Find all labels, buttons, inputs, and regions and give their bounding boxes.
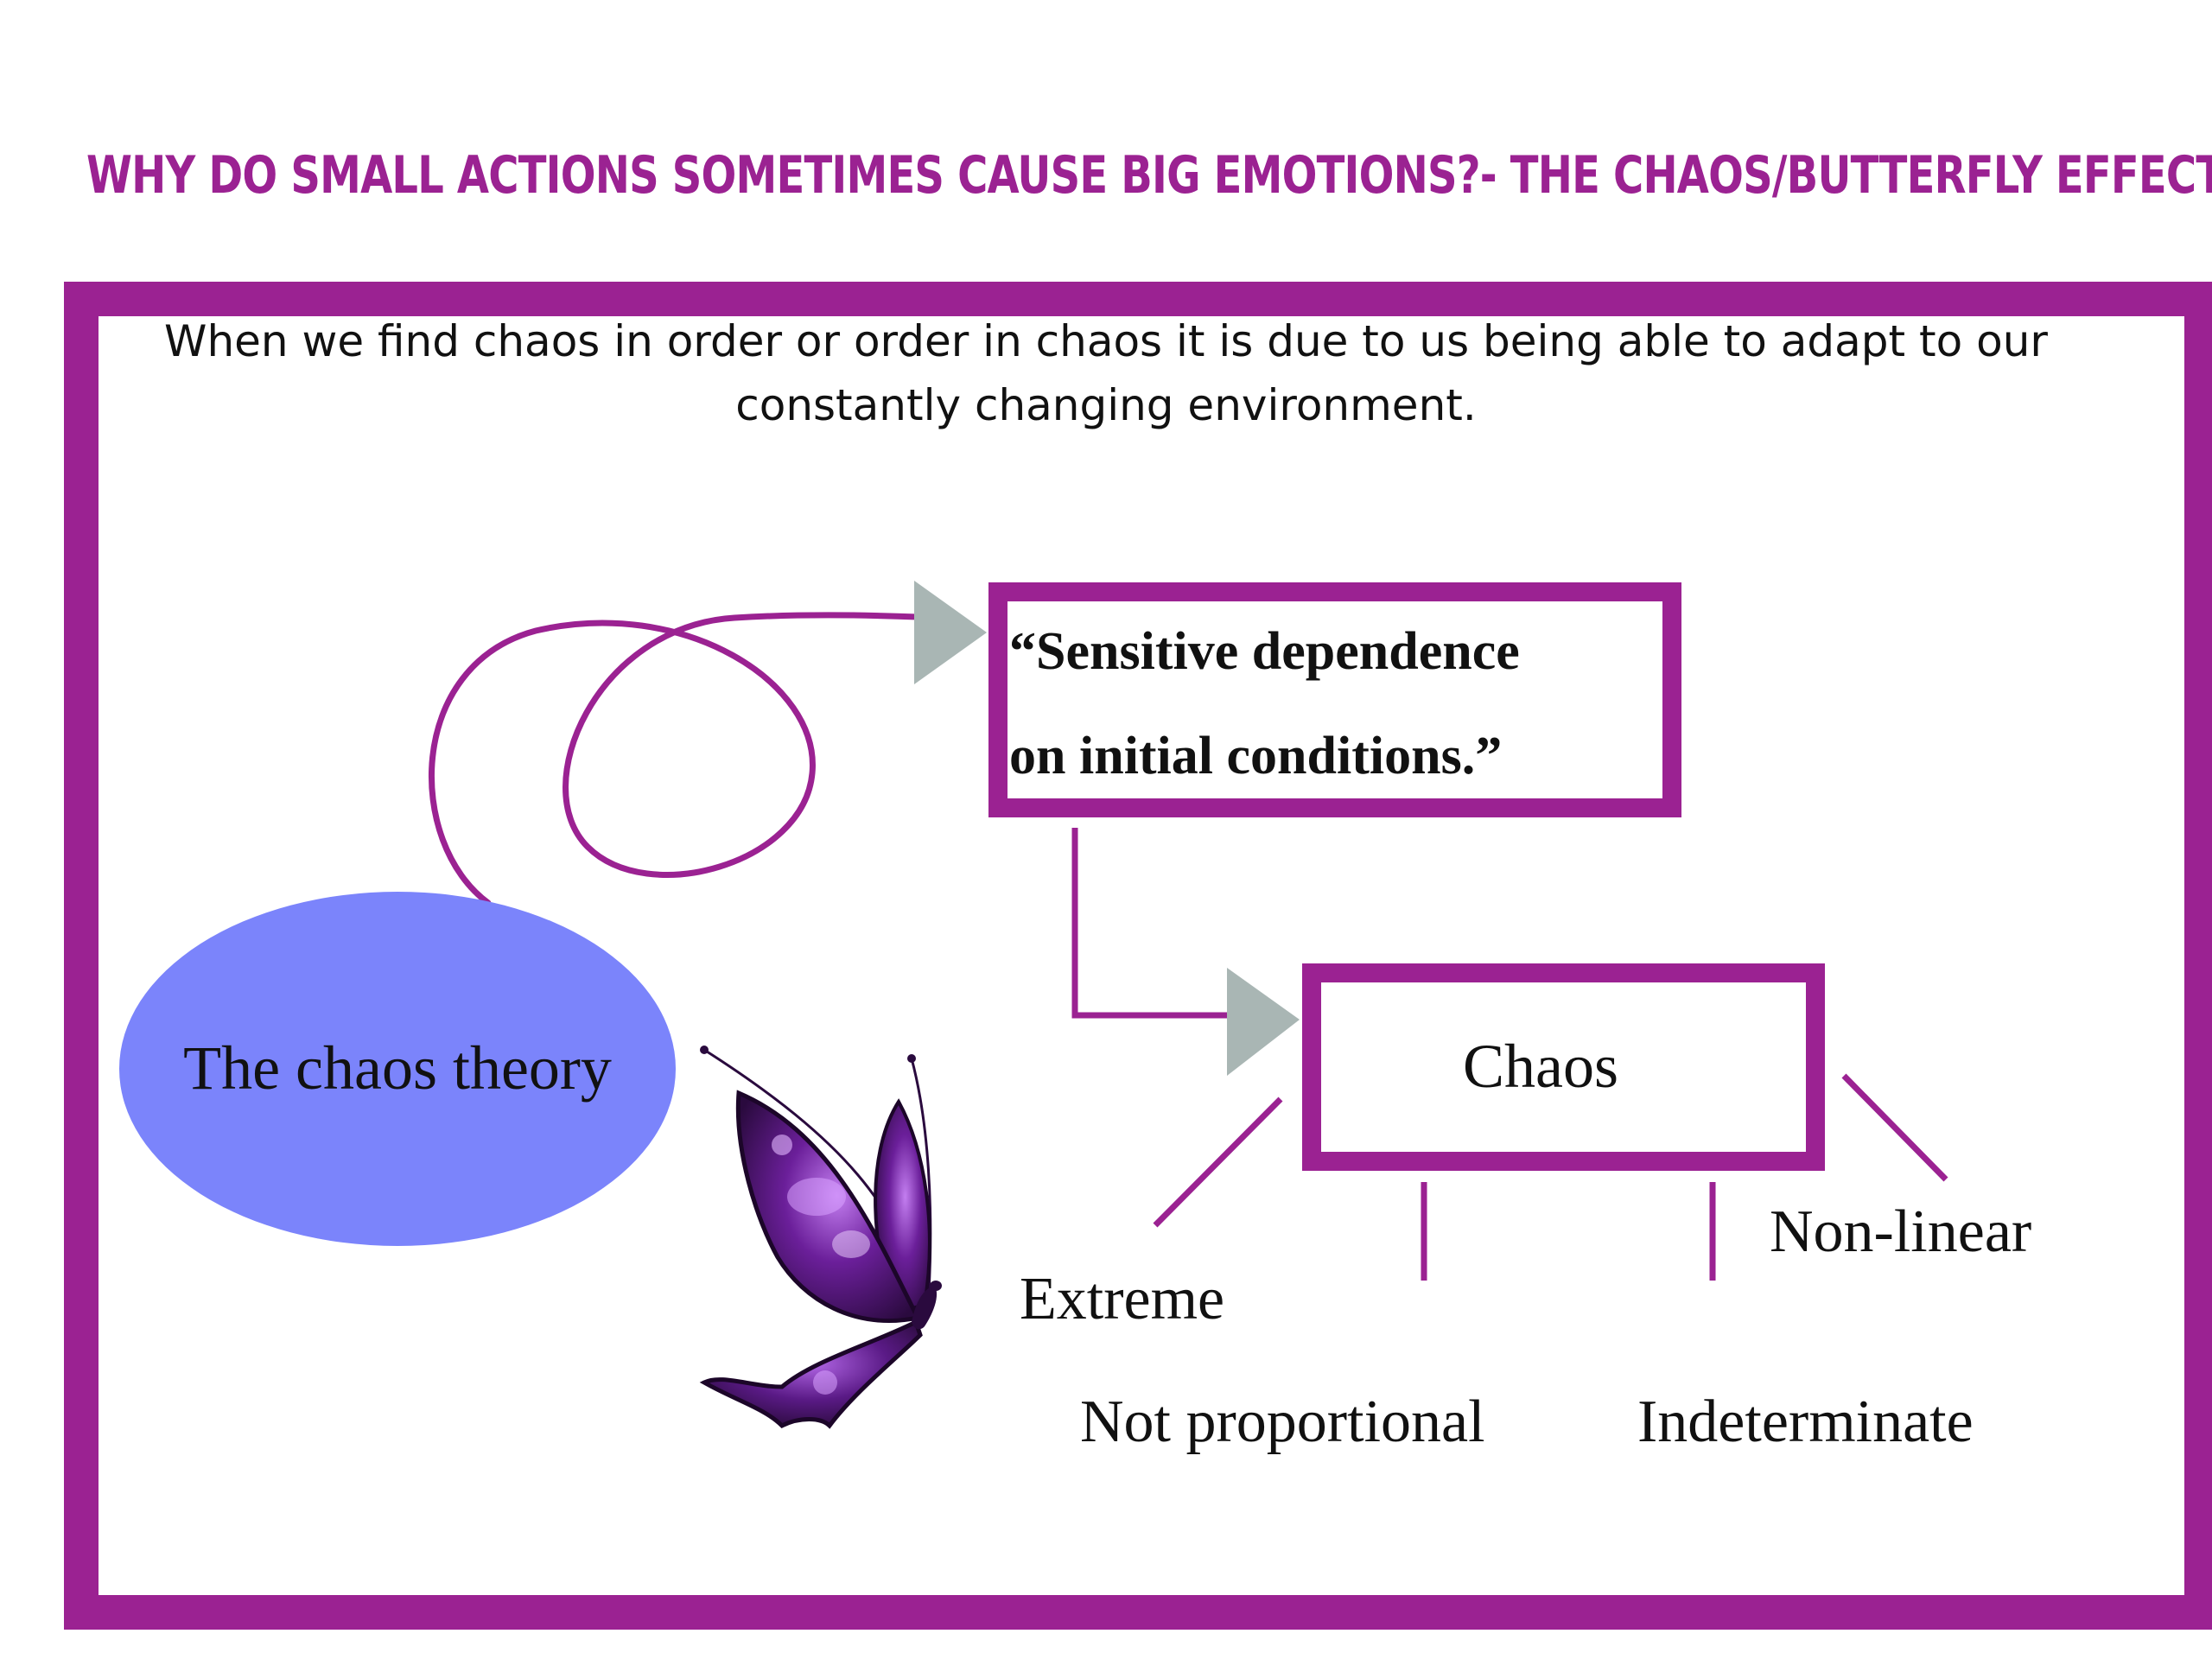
- elbow-connector: [1075, 828, 1234, 1015]
- sensitive-text-line2: on initial conditions.”: [1009, 727, 1502, 785]
- butterfly-icon: [700, 1046, 942, 1426]
- sensitive-text-line1: “Sensitive dependence: [1009, 622, 1520, 681]
- loop-connector: [431, 615, 918, 903]
- branch-non-linear: [1844, 1076, 1946, 1179]
- label-not-proportional: Not proportional: [1080, 1389, 1485, 1455]
- arrowhead-to-chaos: [1227, 968, 1300, 1076]
- chaos-label: Chaos: [1463, 1032, 1618, 1101]
- label-indeterminate: Indeterminate: [1637, 1389, 1974, 1455]
- label-extreme: Extreme: [1020, 1266, 1224, 1332]
- arrowhead-to-sensitive: [914, 581, 987, 684]
- label-non-linear: Non-linear: [1770, 1198, 2031, 1265]
- chaos-theory-label: The chaos theory: [183, 1033, 612, 1103]
- branch-extreme: [1155, 1099, 1281, 1225]
